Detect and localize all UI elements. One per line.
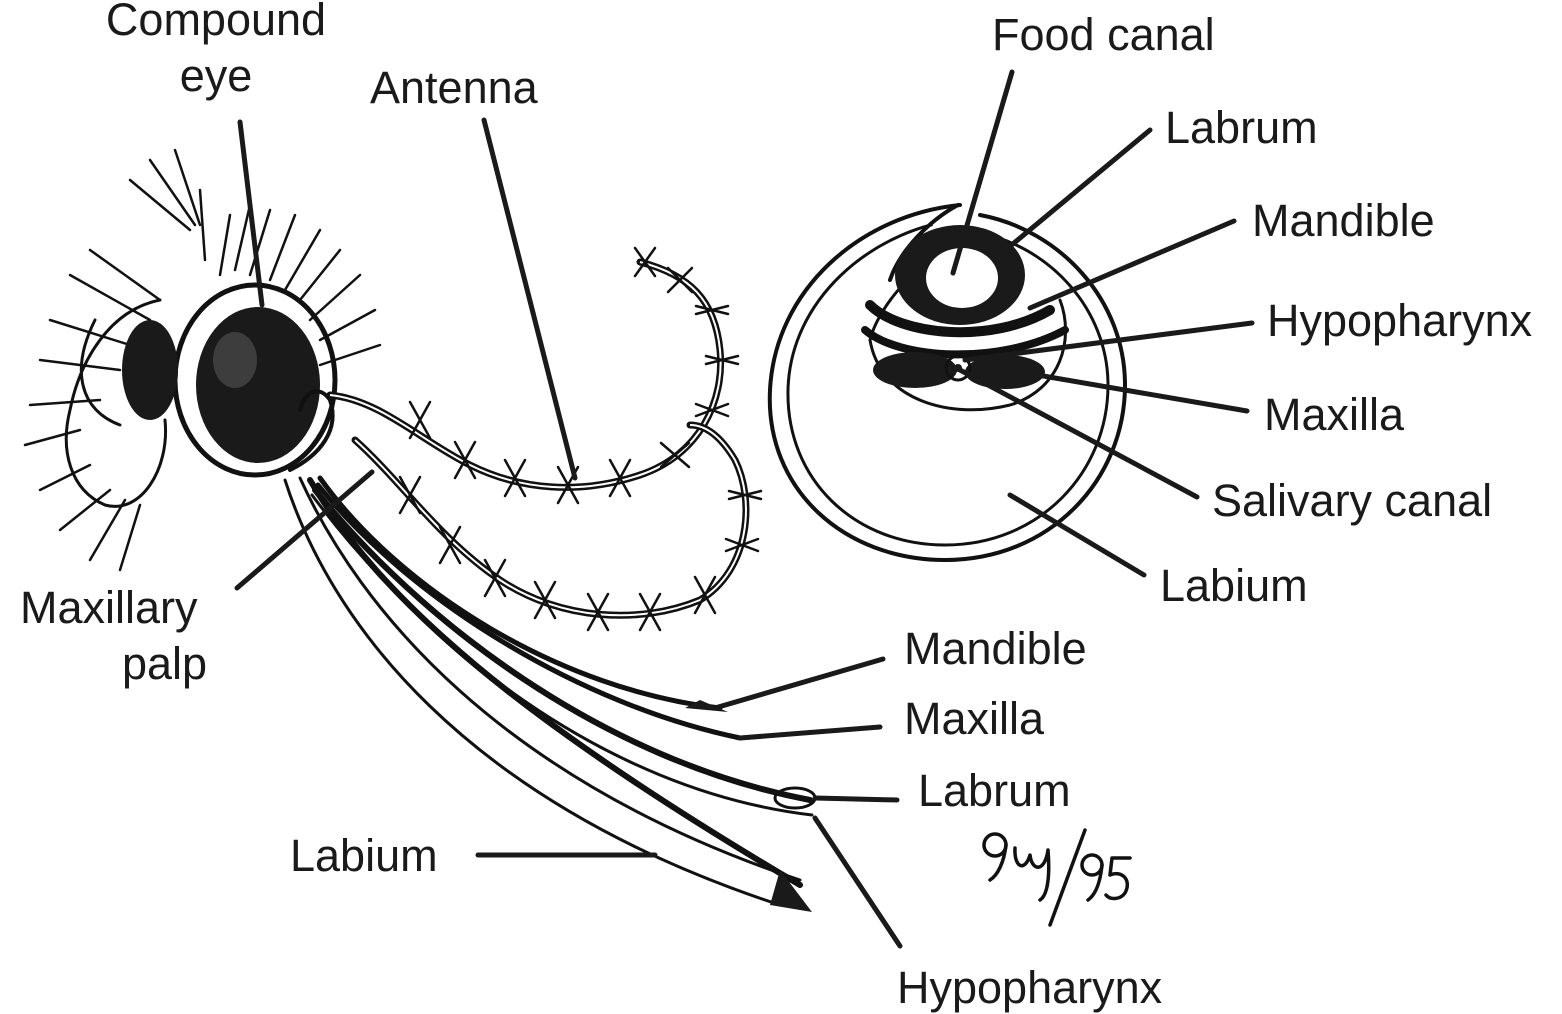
cross-section-drawing (767, 203, 1127, 562)
leader-maxilla-lower (737, 724, 883, 741)
proboscis-tip (770, 870, 812, 912)
compound-eye-highlight (213, 332, 257, 388)
label-mandible-lower: Mandible (904, 623, 1087, 674)
maxilla-section-left (873, 352, 957, 388)
leader-maxillary-palp (234, 469, 375, 591)
label-compound-eye-line2: eye (180, 50, 253, 101)
mandible-section-left (865, 300, 1055, 338)
maxilla-section-right (965, 355, 1045, 389)
leader-mandible-lower (712, 656, 886, 711)
label-salivary-canal: Salivary canal (1212, 475, 1492, 526)
hypopharynx-section (944, 354, 972, 382)
label-labium-left: Labium (290, 830, 438, 881)
labium-interior (786, 218, 1110, 547)
label-hypopharynx-lower: Hypopharynx (897, 962, 1163, 1013)
leader-maxilla-upper (1017, 369, 1250, 414)
labium-outer-wall (767, 203, 1127, 562)
head-dark-patch (122, 320, 178, 420)
labium-sheath-inner (298, 476, 802, 882)
label-labrum-upper: Labrum (1165, 102, 1318, 153)
label-labrum-lower: Labrum (918, 765, 1071, 816)
label-labium-right: Labium (1160, 560, 1308, 611)
label-maxilla-upper: Maxilla (1264, 389, 1405, 440)
leader-hypopharynx-lower (812, 815, 903, 949)
label-food-canal: Food canal (992, 9, 1215, 60)
label-maxilla-lower: Maxilla (904, 693, 1045, 744)
mandible-stylet (317, 475, 723, 711)
labium-groove-edge (888, 203, 960, 282)
labels: Compound eye Antenna Maxillary palp Labi… (20, 0, 1533, 1013)
artist-signature (982, 828, 1132, 927)
compound-eye-inner (196, 307, 320, 463)
label-hypopharynx-upper: Hypopharynx (1267, 295, 1533, 346)
antennae-drawing (326, 246, 763, 632)
mosquito-head-drawing (23, 148, 382, 572)
leader-labrum-upper (1005, 127, 1153, 251)
antenna-upper-shaft (326, 258, 725, 491)
leader-hypopharynx-upper (962, 320, 1255, 363)
labrum-stylet (312, 487, 813, 803)
maxilla-stylet (315, 482, 743, 741)
antenna-whorls (398, 246, 763, 632)
leader-labrum-lower (812, 795, 900, 803)
label-maxillary-palp-line1: Maxillary (20, 582, 198, 633)
hypopharynx-stylet (310, 493, 814, 817)
head-plate (64, 298, 168, 508)
leader-compound-eye (237, 119, 265, 308)
mandible-section-right (861, 326, 1069, 359)
leader-lines (234, 69, 1255, 949)
label-mandible-upper: Mandible (1252, 195, 1435, 246)
antenna-base (288, 389, 335, 472)
leader-food-canal (950, 69, 1015, 276)
label-maxillary-palp-line2: palp (122, 638, 207, 689)
label-antenna: Antenna (370, 62, 539, 113)
leader-labium-right (1007, 492, 1147, 578)
labium-stylet (307, 477, 803, 888)
leader-antenna (481, 117, 578, 481)
leader-mandible-upper (1027, 218, 1237, 311)
antenna-lower-shaft (351, 421, 750, 619)
leader-salivary-canal (957, 367, 1200, 500)
label-compound-eye-line1: Compound (106, 0, 326, 45)
food-canal-section (926, 248, 998, 308)
